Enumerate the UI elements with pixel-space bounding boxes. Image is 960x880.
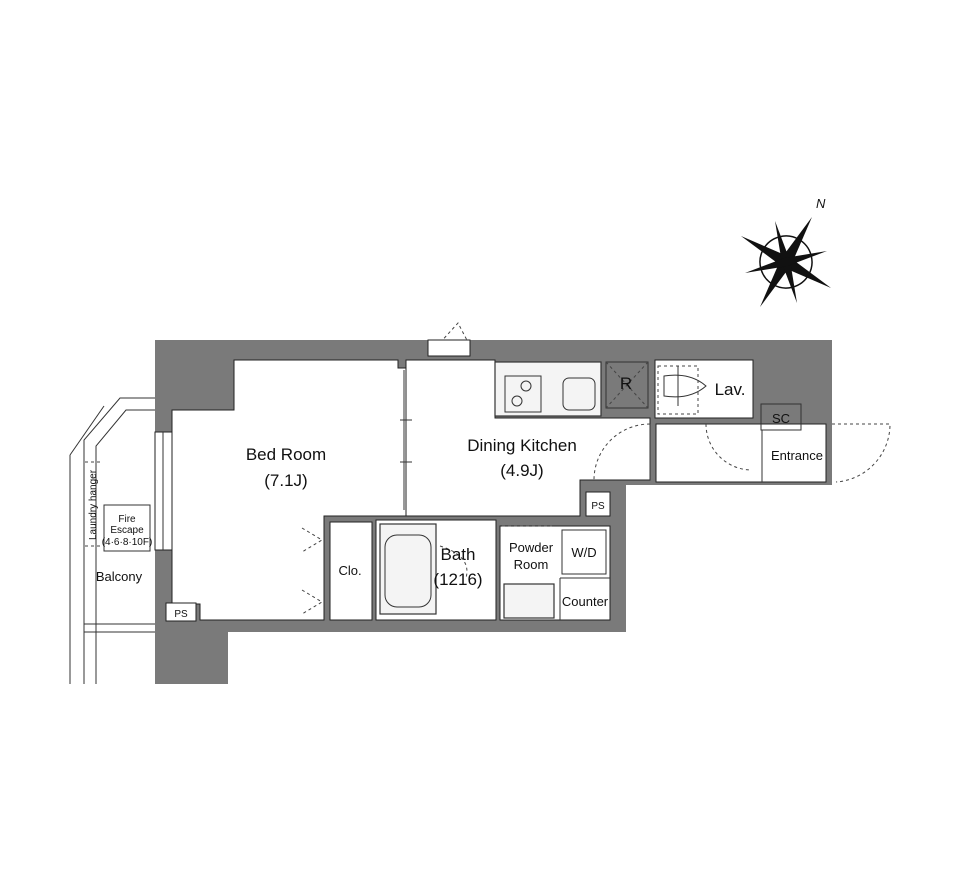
bedroom-area <box>171 359 407 621</box>
ps-kitchen-box <box>585 491 611 517</box>
counter-label: Counter <box>562 594 609 609</box>
laundry-hanger-label: Laundry hanger <box>88 469 99 540</box>
bedroom-label: Bed Room <box>246 445 326 464</box>
washer-dryer-label: W/D <box>571 545 596 560</box>
bathtub <box>379 523 468 615</box>
entrance-label: Entrance <box>771 448 823 463</box>
room-interiors <box>165 359 827 622</box>
shoe-cabinet-label: SC <box>772 411 790 426</box>
wash-basin <box>503 583 555 619</box>
powder-room-label-line1: Powder <box>509 540 554 555</box>
lavatory-label: Lav. <box>715 380 746 399</box>
bedroom-size: (7.1J) <box>264 471 307 490</box>
bath-size: (1216) <box>433 570 482 589</box>
kitchen-counter <box>494 361 649 417</box>
compass-rose-icon <box>740 216 832 308</box>
balcony <box>69 397 173 684</box>
lavatory-area <box>654 359 754 419</box>
balcony-label: Balcony <box>96 569 143 584</box>
fire-escape-label-line1: Fire <box>118 514 136 525</box>
refrigerator-box <box>605 361 649 409</box>
powder-room-label-line2: Room <box>514 557 549 572</box>
fire-escape-hatch <box>103 504 151 552</box>
dining-kitchen-label: Dining Kitchen <box>467 436 577 455</box>
powder-fixtures <box>502 525 610 620</box>
compass-north-label: N <box>816 196 826 211</box>
closet-area <box>329 521 373 621</box>
closet-label: Clo. <box>338 563 361 578</box>
refrigerator-label: R <box>620 374 632 393</box>
dining-kitchen-size: (4.9J) <box>500 461 543 480</box>
fire-escape-label-line2: Escape <box>110 525 144 536</box>
door-swings <box>301 322 891 615</box>
shoe-cabinet <box>760 403 802 431</box>
ps-bedroom-label: PS <box>174 609 188 620</box>
toilet-fixture <box>657 365 707 415</box>
bath-label: Bath <box>441 545 476 564</box>
entrance-area <box>655 423 827 483</box>
ps-bedroom-box <box>165 602 197 622</box>
ps-kitchen-label: PS <box>591 501 605 512</box>
washer-box <box>561 529 607 575</box>
fire-escape-floors: (4·6·8·10F) <box>102 537 153 548</box>
